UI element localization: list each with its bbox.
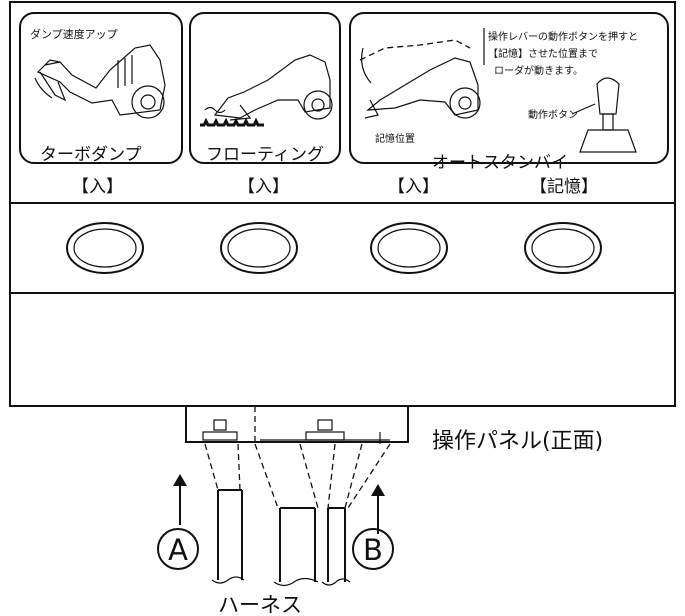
loader-illustration-turbo-dump [34,44,166,119]
state-label-auto-standby-on: 【入】 [388,177,439,197]
connector-block [185,405,409,444]
panel-title: 操作パネル(正面) [432,429,603,454]
svg-text:B: B [363,533,383,567]
switch-floating[interactable] [220,222,298,274]
switch-auto-standby-on[interactable] [370,222,448,274]
switch-auto-standby-memory[interactable] [524,222,602,274]
illustration-box-turbo-dump [19,12,183,164]
harness-label: ハーネス [218,593,302,616]
loader-illustration-floating [200,54,333,127]
loader-illustration-auto-standby [359,39,481,119]
dump-speed-up-label: ダンプ速度アップ [30,27,118,41]
arrow-up-icon-a [173,474,187,525]
memory-position-label: 記憶位置 [375,132,415,145]
action-button-leader [571,103,596,115]
auto-standby-note-line1: 操作レバーの動作ボタンを押すと [488,30,638,43]
state-label-turbo-dump: 【入】 [72,177,123,197]
group-name-turbo-dump: ターボダンプ [40,145,142,165]
auto-standby-note-line3: ローダが動きます。 [494,64,583,77]
harness-leader-lines [204,443,391,509]
auto-standby-note-line2: 【記憶】させた位置まで [488,47,598,60]
group-name-floating: フローティング [206,145,324,165]
state-label-floating: 【入】 [238,177,289,197]
marker-b: B [352,528,394,570]
illustration-box-auto-standby [349,12,669,164]
illustration-box-floating [189,12,341,164]
arrow-up-icon-b [371,484,385,534]
joystick-lever-icon [579,77,637,153]
group-name-auto-standby: オートスタンバイ [432,153,568,173]
action-button-label: 動作ボタン [528,108,578,121]
harness-cables [211,489,351,587]
state-label-auto-standby-memory: 【記憶】 [530,177,598,197]
marker-a: A [157,528,199,570]
svg-text:A: A [168,533,188,567]
switch-turbo-dump[interactable] [66,222,144,274]
